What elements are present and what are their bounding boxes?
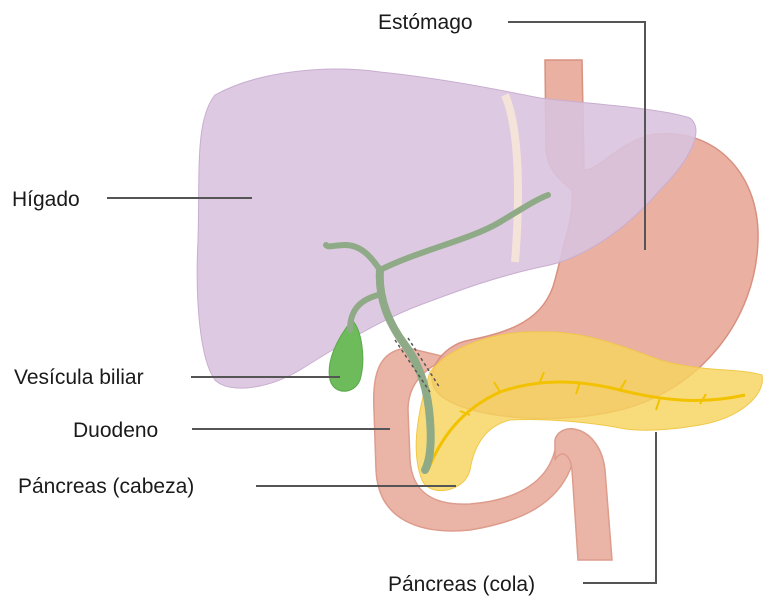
- label-stomach: Estómago: [378, 11, 473, 34]
- jejunum-shape: [555, 429, 612, 560]
- label-liver: Hígado: [12, 188, 80, 211]
- label-pancreas-tail: Páncreas (cola): [388, 573, 535, 596]
- label-pancreas-head: Páncreas (cabeza): [18, 475, 194, 498]
- label-gallbladder: Vesícula biliar: [14, 366, 144, 389]
- label-duodenum: Duodeno: [73, 419, 158, 442]
